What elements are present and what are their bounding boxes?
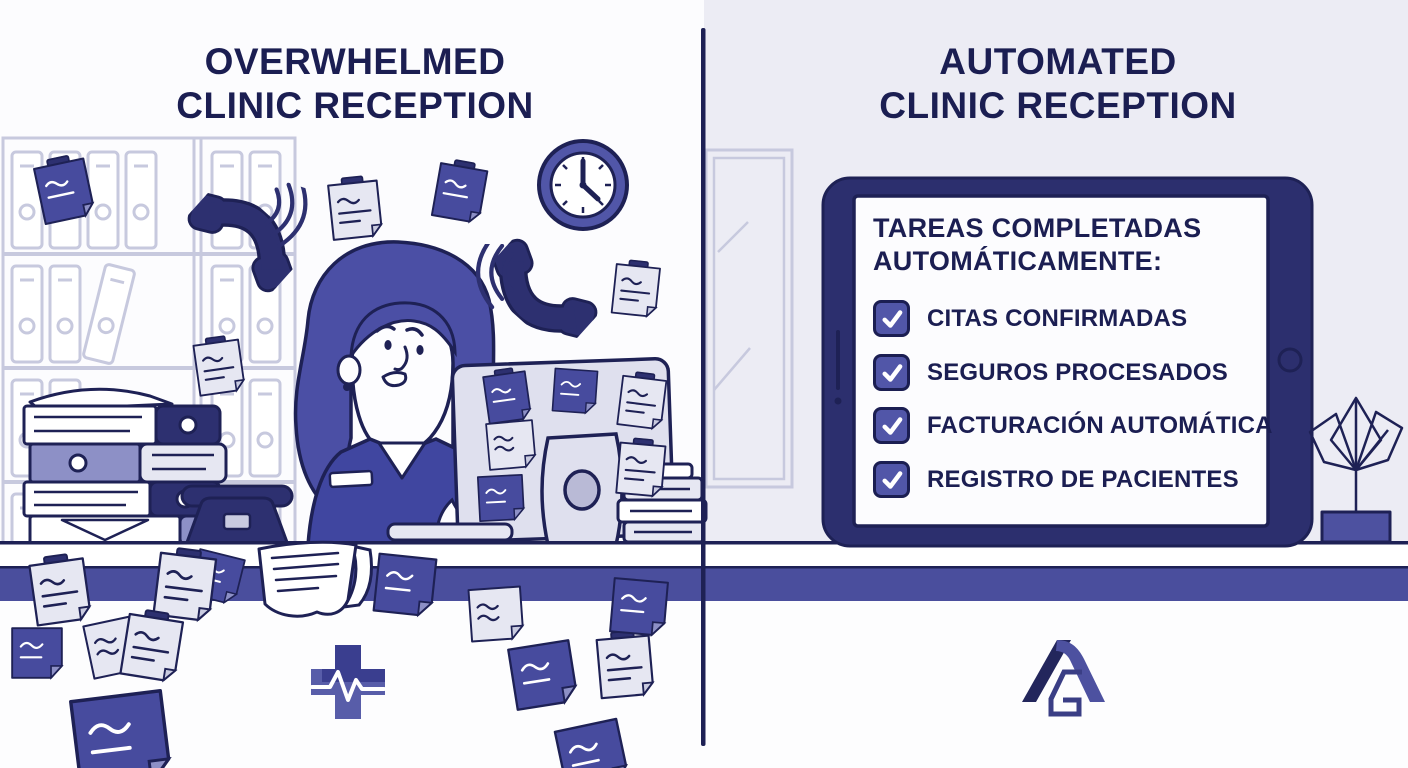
checkmark-icon xyxy=(881,309,902,328)
checkbox-checked xyxy=(873,461,910,498)
sticky-note-icon xyxy=(372,552,438,618)
worried-eyebrows xyxy=(375,324,424,337)
sticky-note-icon xyxy=(11,627,63,679)
checklist-item: CITAS CONFIRMADAS xyxy=(873,300,1187,337)
tablet-heading-line1: TAREAS COMPLETADAS xyxy=(873,213,1202,243)
nose xyxy=(393,345,409,372)
sticky-note-icon xyxy=(326,173,384,242)
sticky-note-icon xyxy=(616,369,669,431)
checkmark-icon xyxy=(881,363,902,382)
sticky-note-icon xyxy=(608,576,670,638)
checklist-item-label: REGISTRO DE PACIENTES xyxy=(927,465,1239,493)
tablet-device xyxy=(821,176,1314,548)
left-title-line2: CLINIC RECEPTION xyxy=(176,85,534,126)
sticky-note-icon xyxy=(467,585,525,643)
earring xyxy=(343,383,351,391)
left-eye xyxy=(384,340,392,350)
v-neck xyxy=(377,441,427,480)
receptionist-bangs xyxy=(349,301,457,362)
envelope xyxy=(60,518,150,542)
sticky-note-icon xyxy=(430,156,490,225)
checklist-item-label: CITAS CONFIRMADAS xyxy=(927,304,1188,332)
tablet-heading: TAREAS COMPLETADAS AUTOMÁTICAMENTE: xyxy=(873,212,1201,278)
checklist-item-label: SEGUROS PROCESADOS xyxy=(927,358,1228,386)
worried-mouth xyxy=(381,371,408,388)
sticky-note-icon xyxy=(615,436,668,498)
paper-sheet xyxy=(257,540,374,618)
sticky-note-icon xyxy=(485,419,537,471)
checklist-item: REGISTRO DE PACIENTES xyxy=(873,461,1239,498)
monitor-stand xyxy=(540,432,624,547)
checkmark-icon xyxy=(881,416,902,435)
tablet-screen-content: TAREAS COMPLETADAS AUTOMÁTICAMENTE: CITA… xyxy=(854,196,1273,526)
checkbox-checked xyxy=(873,300,910,337)
tablet-heading-line2: AUTOMÁTICAMENTE: xyxy=(873,246,1163,276)
right-panel-title: AUTOMATED CLINIC RECEPTION xyxy=(842,40,1274,128)
sticky-note-icon xyxy=(476,473,526,523)
right-title-line1: AUTOMATED xyxy=(939,41,1177,82)
panel-divider xyxy=(701,28,706,746)
tablet-side-dot xyxy=(834,397,842,405)
sticky-note-icon xyxy=(152,544,219,623)
window-outline xyxy=(704,148,794,489)
wall-clock-icon xyxy=(537,139,629,231)
checkbox-checked xyxy=(873,407,910,444)
brand-logo-icon xyxy=(1022,640,1105,717)
sticky-note-icon xyxy=(506,638,580,712)
checklist-item: SEGUROS PROCESADOS xyxy=(873,354,1228,391)
right-title-line2: CLINIC RECEPTION xyxy=(879,85,1237,126)
sticky-note-icon xyxy=(610,257,662,319)
checklist-item: FACTURACIÓN AUTOMÁTICA xyxy=(873,407,1273,444)
sticky-note-icon xyxy=(551,367,599,415)
keyboard xyxy=(386,522,514,542)
tablet-camera-icon xyxy=(1277,347,1303,373)
checkmark-icon xyxy=(881,470,902,489)
receptionist-ear xyxy=(336,354,362,386)
name-tag xyxy=(328,469,374,489)
desk-telephone xyxy=(180,484,294,547)
sticky-note-icon xyxy=(68,688,174,768)
medical-cross-icon xyxy=(310,645,386,719)
right-eye xyxy=(416,345,424,355)
sticky-note-icon xyxy=(594,628,655,700)
checkbox-checked xyxy=(873,354,910,391)
checklist-item-label: FACTURACIÓN AUTOMÁTICA xyxy=(927,411,1273,439)
receptionist xyxy=(293,240,510,547)
tablet-screen xyxy=(852,194,1270,528)
potted-plant-icon xyxy=(1308,396,1404,544)
left-panel-title: OVERWHELMED CLINIC RECEPTION xyxy=(139,40,571,128)
left-title-line1: OVERWHELMED xyxy=(204,41,506,82)
